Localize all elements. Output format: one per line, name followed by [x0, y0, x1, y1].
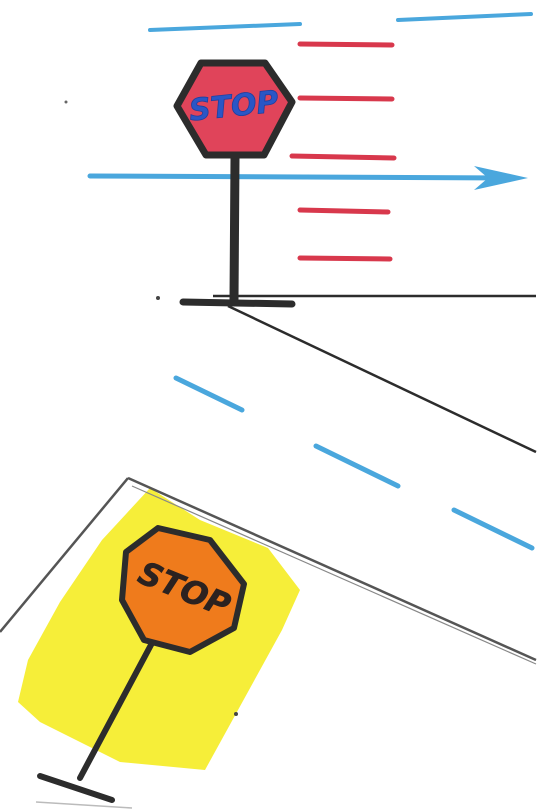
bottom-left-edge	[0, 477, 129, 633]
stray-mark	[64, 100, 68, 104]
top-stop-sign	[173, 59, 296, 159]
stray-mark	[234, 712, 238, 716]
bottom-stop-sign	[119, 525, 247, 655]
top-sign-pole	[229, 153, 240, 305]
bottom-top-edge-inner	[131, 485, 537, 665]
bottom-sign-pole	[77, 625, 163, 781]
blue-arrow	[87, 166, 528, 190]
diagonal-blue-dashes	[173, 375, 535, 551]
bottom-ground-trace	[35, 801, 133, 809]
bottom-top-edge	[127, 476, 537, 662]
stray-mark	[156, 296, 160, 300]
red-lane-dashes	[289, 41, 397, 262]
road-edge-diagonal	[227, 304, 537, 454]
bottom-sign-base	[37, 773, 115, 803]
top-sign-base	[179, 298, 296, 308]
top-blue-dash-left	[148, 22, 302, 32]
top-blue-dash-right	[396, 12, 533, 22]
